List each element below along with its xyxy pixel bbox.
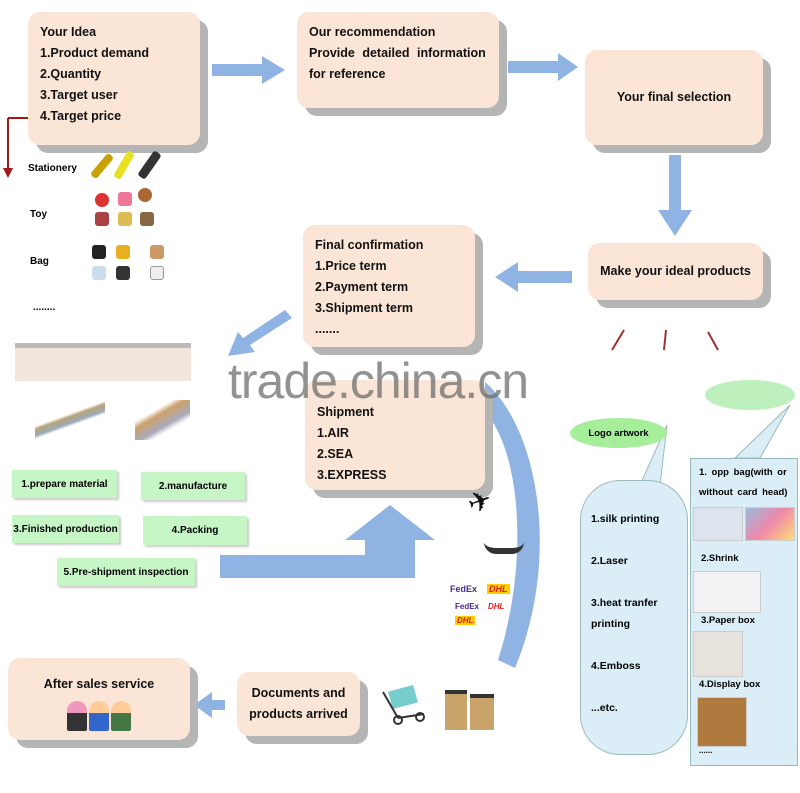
make-products-box: Make your ideal products (588, 243, 763, 300)
confirmation-item: 3.Shipment term (315, 301, 413, 315)
arrow-idea-to-recommendation (212, 56, 285, 84)
your-idea-box: Your Idea 1.Product demand 2.Quantity 3.… (28, 12, 200, 145)
idea-item: 4.Target price (40, 109, 122, 123)
idea-title: Your Idea (40, 25, 97, 39)
packaging-option: 1. opp bag(with or without card head) (699, 467, 788, 498)
logo-method: ...etc. (591, 702, 618, 714)
after-sales-box: After sales service (8, 658, 190, 740)
shipment-box: Shipment 1.AIR 2.SEA 3.EXPRESS (305, 380, 485, 490)
make-products-label: Make your ideal products (600, 264, 751, 278)
arrow-documents-to-aftersales (194, 692, 225, 718)
shrink-photo (693, 571, 761, 613)
process-banner (15, 343, 191, 381)
recommendation-line: for reference (309, 67, 386, 81)
shipment-title: Shipment (317, 405, 374, 419)
confirmation-title: Final confirmation (315, 238, 424, 252)
confirmation-item: 2.Payment term (315, 280, 409, 294)
category-bag: Bag (30, 256, 49, 267)
process-step: 5.Pre-shipment inspection (57, 558, 195, 586)
shipment-item: 3.EXPRESS (317, 468, 387, 482)
final-selection-box: Your final selection (585, 50, 763, 145)
idea-item: 3.Target user (40, 88, 118, 102)
logo-artwork-ellipse: Logo artwork (570, 418, 667, 448)
package-icon (470, 694, 494, 730)
category-more: ........ (33, 302, 56, 313)
arrow-shipment-curve (485, 382, 540, 668)
watermark: trade.china.cn (228, 353, 529, 409)
cart-icon (378, 684, 428, 726)
arrow-make-to-confirmation (495, 262, 572, 292)
process-step: 2.manufacture (141, 472, 245, 500)
arrow-process-to-shipment (220, 505, 435, 578)
final-selection-label: Your final selection (616, 90, 732, 104)
confirmation-item: ....... (315, 322, 340, 336)
packaging-option: 4.Display box (699, 679, 761, 690)
display-box-photo (697, 697, 747, 747)
logo-artwork-callout: 1.silk printing 2.Laser 3.heat tranfer p… (580, 480, 688, 755)
shipment-item: 1.AIR (317, 426, 349, 440)
arrow-recommendation-to-selection (508, 53, 578, 81)
arrow-confirmation-to-process (228, 310, 292, 356)
logo-method: 2.Laser (591, 555, 628, 567)
paper-box-photo (693, 631, 743, 677)
process-step: 4.Packing (143, 516, 247, 545)
documents-box: Documents and products arrived (237, 672, 360, 736)
confirmation-item: 1.Price term (315, 259, 387, 273)
ship-icon (484, 540, 524, 554)
packaging-option: 3.Paper box (701, 615, 755, 626)
process-step: 3.Finished production (12, 515, 119, 543)
recommendation-line: Provide detailed information (309, 46, 486, 60)
arrow-selection-to-make (658, 155, 692, 236)
idea-item: 1.Product demand (40, 46, 150, 60)
package-icon (445, 690, 467, 730)
logo-method: 4.Emboss (591, 660, 641, 672)
factory-image (135, 400, 190, 440)
documents-label: Documents and products arrived (249, 686, 348, 721)
category-toy: Toy (30, 209, 48, 220)
logo-method: 1.silk printing (591, 513, 660, 525)
idea-item: 2.Quantity (40, 67, 102, 81)
packaging-option: ...... (699, 746, 713, 755)
logo-method: 3.heat tranfer printing (591, 597, 658, 630)
opp-bag-photo (693, 507, 743, 541)
packaging-callout: 1. opp bag(with or without card head) 2.… (690, 458, 798, 766)
opp-bag-photo (745, 507, 795, 541)
recommendation-line: Our recommendation (309, 25, 436, 39)
after-sales-label: After sales service (43, 677, 155, 691)
people-icon (64, 701, 134, 731)
packaging-ellipse (705, 380, 795, 410)
final-confirmation-box: Final confirmation 1.Price term 2.Paymen… (303, 225, 475, 347)
process-step: 1.prepare material (12, 470, 117, 498)
factory-image (35, 400, 105, 440)
shipment-item: 2.SEA (317, 447, 354, 461)
recommendation-box: Our recommendation Provide detailed info… (297, 12, 499, 108)
packaging-option: 2.Shrink (701, 553, 739, 564)
category-stationery: Stationery (28, 163, 77, 174)
